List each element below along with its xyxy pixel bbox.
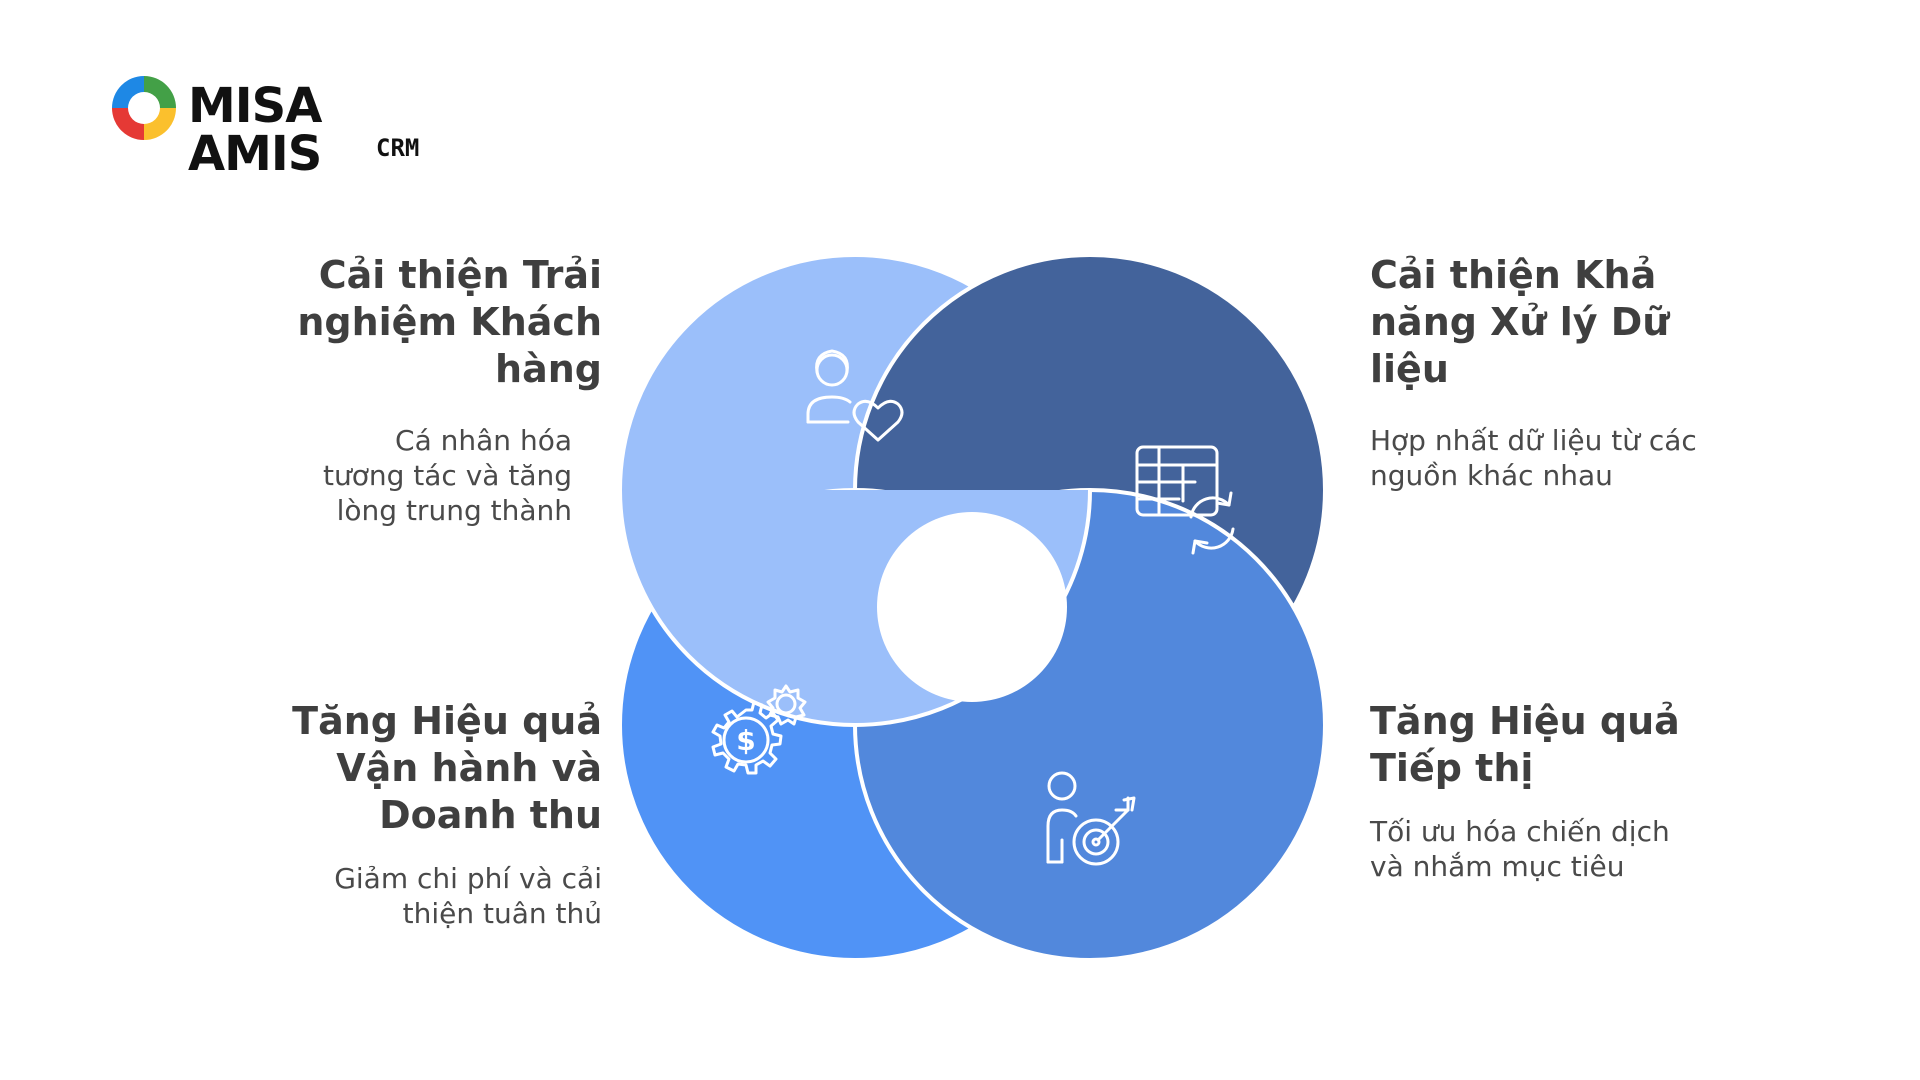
person-target-icon bbox=[1046, 771, 1136, 866]
segment-bottom-left-text: Tăng Hiệu quả Vận hành và Doanh thu Giảm… bbox=[280, 698, 602, 931]
segment-top-left-title: Cải thiện Trải nghiệm Khách hàng bbox=[297, 253, 602, 391]
customer-heart-icon bbox=[806, 349, 904, 442]
gear-dollar-icon: $ bbox=[711, 684, 807, 775]
segment-bottom-left-description: Giảm chi phí và cải thiện tuân thủ bbox=[334, 862, 602, 930]
table-sync-icon bbox=[1135, 445, 1235, 555]
logo-mark-icon bbox=[112, 76, 176, 140]
svg-text:$: $ bbox=[736, 724, 755, 757]
logo-subtext: CRM bbox=[376, 134, 420, 162]
center-hole bbox=[877, 512, 1067, 702]
segment-bottom-right-text: Tăng Hiệu quả Tiếp thị Tối ưu hóa chiến … bbox=[1370, 698, 1700, 884]
segment-top-left-description: Cá nhân hóa tương tác và tăng lòng trung… bbox=[323, 424, 572, 527]
segment-top-right-title: Cải thiện Khả năng Xử lý Dữ liệu bbox=[1370, 253, 1670, 391]
segment-top-left-text: Cải thiện Trải nghiệm Khách hàng Cá nhân… bbox=[280, 252, 602, 528]
segment-top-right-text: Cải thiện Khả năng Xử lý Dữ liệu Hợp nhấ… bbox=[1370, 252, 1700, 493]
segment-bottom-right-title: Tăng Hiệu quả Tiếp thị bbox=[1370, 699, 1680, 790]
segment-top-right-description: Hợp nhất dữ liệu từ các nguồn khác nhau bbox=[1370, 424, 1697, 492]
logo-text: MISA AMIS bbox=[188, 78, 322, 182]
segment-bottom-left-title: Tăng Hiệu quả Vận hành và Doanh thu bbox=[292, 699, 602, 837]
segment-bottom-right-description: Tối ưu hóa chiến dịch và nhắm mục tiêu bbox=[1370, 815, 1670, 883]
brand-logo: MISA AMIS CRM bbox=[108, 72, 448, 178]
